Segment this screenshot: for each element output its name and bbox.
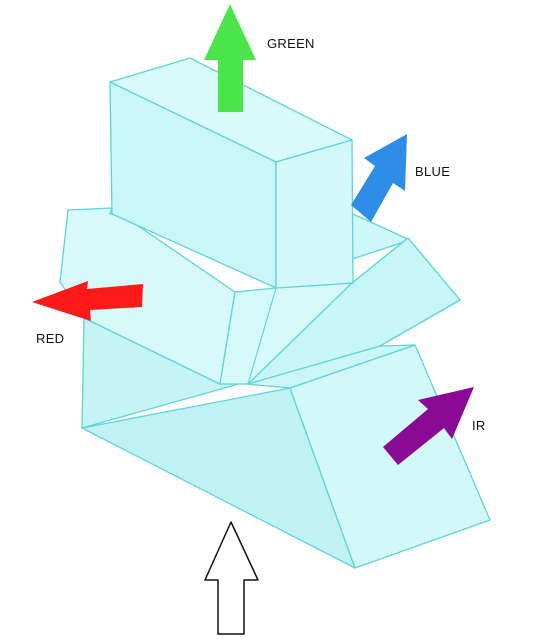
red-label: RED <box>36 331 64 346</box>
green-arrow-icon <box>204 4 256 112</box>
green-label: GREEN <box>267 36 315 51</box>
lower-prism <box>81 317 491 569</box>
red-arrow-icon <box>32 281 143 321</box>
ir-label: IR <box>472 418 486 433</box>
blue-label: BLUE <box>415 164 450 179</box>
ir-arrow-icon <box>383 387 474 465</box>
blue-arrow-icon <box>351 134 407 222</box>
input-arrow-icon <box>204 521 259 635</box>
